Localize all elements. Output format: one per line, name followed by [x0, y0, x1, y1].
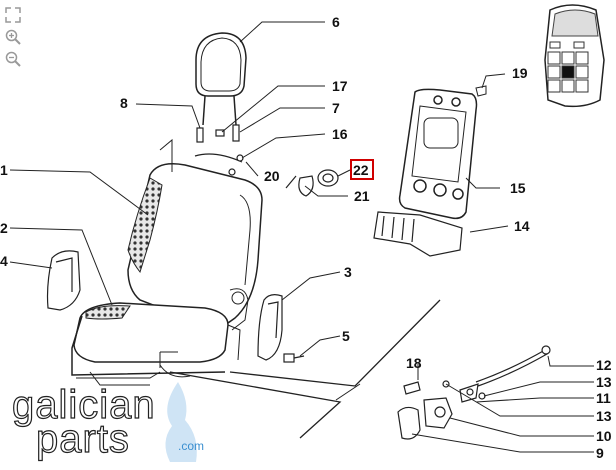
- logo-line2: parts: [36, 417, 130, 461]
- callout-16: 16: [332, 126, 348, 142]
- callout-6: 6: [332, 14, 340, 30]
- callout-22-highlighted[interactable]: 22: [350, 159, 374, 180]
- fullscreen-icon[interactable]: [4, 6, 22, 24]
- callout-9: 9: [596, 445, 604, 461]
- section-lines: [169, 299, 441, 439]
- callout-8: 8: [120, 95, 128, 111]
- callout-22[interactable]: 22: [353, 162, 369, 178]
- logo-map-shape: [165, 382, 197, 462]
- callout-10: 10: [596, 428, 612, 444]
- clip: [475, 85, 487, 97]
- headrest: [195, 32, 247, 126]
- seat-backrest: [127, 138, 263, 331]
- callout-13-top: 13: [596, 374, 612, 390]
- release-mechanism: [397, 345, 551, 440]
- bolt: [283, 353, 305, 363]
- callout-13-bottom: 13: [596, 408, 612, 424]
- side-trim-left: [46, 250, 81, 311]
- callouts: 1 2 4 3 5 6 17 7 8 16 20 21 22 19 15 14 …: [0, 14, 612, 461]
- callout-4: 4: [0, 253, 8, 269]
- callout-19: 19: [512, 65, 528, 81]
- side-trim-right: [257, 294, 283, 361]
- seat-rails: [76, 288, 249, 386]
- storage-pocket: [373, 211, 463, 257]
- callout-1: 1: [0, 162, 8, 178]
- callout-18: 18: [406, 355, 422, 371]
- logo-suffix: .com: [178, 439, 204, 453]
- callout-22-highlight-box: [350, 159, 374, 180]
- callout-20: 20: [264, 168, 280, 184]
- logo-line1: galician: [12, 383, 156, 427]
- callout-14: 14: [514, 218, 530, 234]
- back-panel: [398, 88, 478, 220]
- small-hardware: [194, 124, 244, 176]
- callout-5: 5: [342, 328, 350, 344]
- galicianparts-logo: galician parts .com: [10, 382, 220, 462]
- vehicle-seat-map: [544, 4, 605, 108]
- callout-3: 3: [344, 264, 352, 280]
- callout-7: 7: [332, 100, 340, 116]
- zoom-toolbar: [4, 6, 24, 72]
- callout-2: 2: [0, 220, 8, 236]
- callout-11: 11: [596, 390, 611, 406]
- callout-21: 21: [354, 188, 370, 204]
- leader-lines: [9, 21, 594, 453]
- callout-15: 15: [510, 180, 526, 196]
- backrest-pad: [127, 177, 163, 274]
- zoom-out-icon[interactable]: [4, 50, 22, 68]
- cushion-pad: [85, 305, 131, 320]
- callout-17: 17: [332, 78, 348, 94]
- bushings: [285, 169, 339, 197]
- zoom-in-icon[interactable]: [4, 28, 22, 46]
- callout-12: 12: [596, 357, 612, 373]
